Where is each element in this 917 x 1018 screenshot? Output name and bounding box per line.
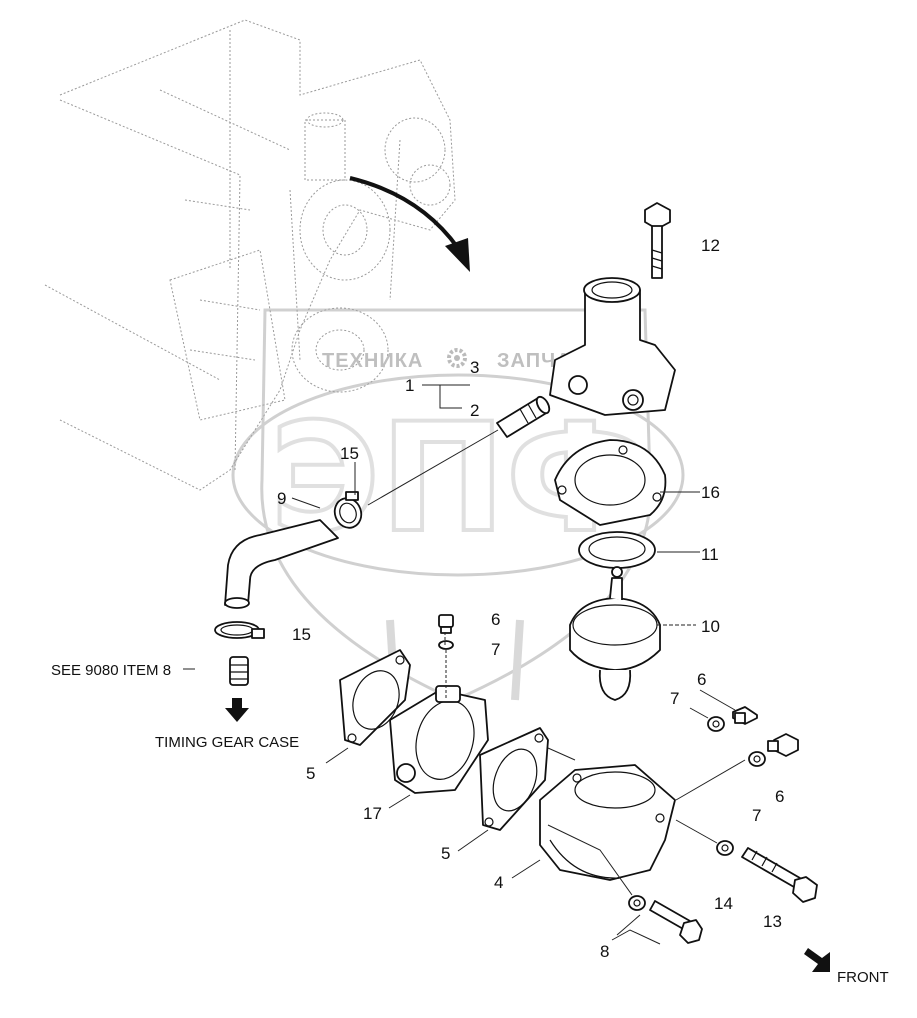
hose-part-9	[224, 519, 339, 609]
gear-icon	[447, 348, 467, 368]
callout-8: 8	[600, 942, 609, 961]
callout-5-middle: 5	[441, 844, 450, 863]
gasket-part-5-middle	[479, 727, 549, 831]
seal-ring-part-11	[578, 531, 656, 569]
callout-7-right-a: 7	[670, 689, 679, 708]
callout-15-lower: 15	[292, 625, 311, 644]
bolt-part-6-right-b	[767, 733, 799, 757]
callout-15-upper: 15	[340, 444, 359, 463]
callout-2: 2	[470, 401, 479, 420]
callout-17: 17	[363, 804, 382, 823]
callout-4: 4	[494, 873, 503, 892]
bolt-part-8	[649, 900, 703, 944]
callout-6-upper: 6	[491, 610, 500, 629]
arrow-icon	[225, 698, 249, 722]
callout-14: 14	[714, 894, 733, 913]
callout-3: 3	[470, 358, 479, 377]
callout-6-right-a: 6	[697, 670, 706, 689]
timing-gear-case-note: TIMING GEAR CASE	[155, 734, 299, 751]
bolt-part-6-right-a	[732, 706, 758, 725]
callout-1: 1	[405, 376, 414, 395]
callout-9: 9	[277, 489, 286, 508]
washer-part-7-right-b	[748, 751, 766, 767]
gasket-part-16	[554, 439, 667, 526]
plug-part-6-upper	[438, 614, 454, 634]
fitting-part	[229, 656, 249, 686]
inlet-housing-part-17	[389, 685, 489, 794]
pump-housing-part-4	[539, 764, 676, 881]
clamp-part-15-upper	[333, 491, 363, 529]
callout-10: 10	[701, 617, 720, 636]
callout-labels: 1 2 3 4 5 5 6 6 6 7 7 7 8 9 10 11 12 13 …	[277, 236, 784, 961]
bolt-part-13	[741, 847, 818, 903]
front-direction-note: FRONT	[837, 969, 889, 986]
callout-7-upper: 7	[491, 640, 500, 659]
arrow-icon	[349, 176, 470, 272]
callout-16: 16	[701, 483, 720, 502]
callout-12: 12	[701, 236, 720, 255]
bolt-part-12	[644, 202, 671, 279]
callout-13: 13	[763, 912, 782, 931]
arrow-icon	[804, 948, 830, 972]
callout-11: 11	[701, 545, 719, 564]
engine-block-outline	[44, 19, 456, 491]
gasket-part-5-left	[339, 649, 411, 746]
watermark-brand-left: ТЕХНИКА	[322, 350, 423, 372]
washer-part-7-right-a	[707, 716, 725, 732]
callout-5-left: 5	[306, 764, 315, 783]
washer-part-8	[628, 895, 646, 911]
thermostat-part-10	[569, 566, 661, 701]
washer-part-14	[716, 840, 734, 856]
washer-part-7-upper	[438, 640, 454, 650]
callout-6-right-b: 6	[775, 787, 784, 806]
leader-lines	[183, 384, 746, 945]
clamp-part-15-lower	[214, 621, 265, 639]
pipe-part-2	[496, 395, 551, 438]
see-reference-note: SEE 9080 ITEM 8	[51, 662, 171, 679]
outlet-housing-part-3	[549, 277, 676, 416]
callout-7-right-b: 7	[752, 806, 761, 825]
